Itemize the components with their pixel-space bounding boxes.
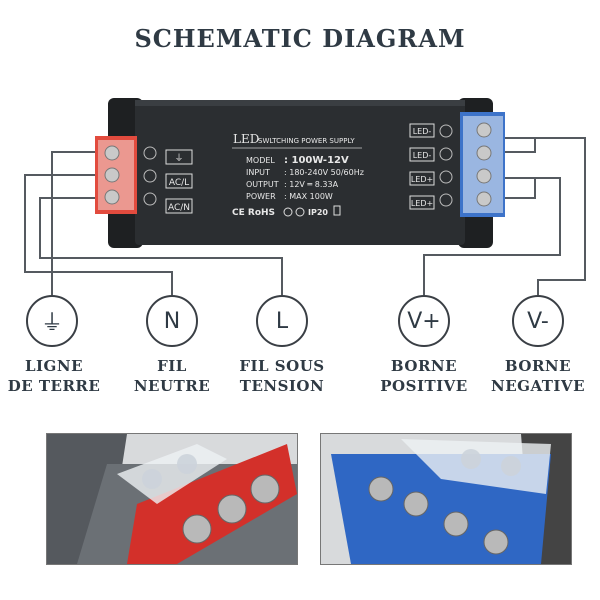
output-terminal-illustration xyxy=(321,434,571,564)
label-positive: BORNE POSITIVE xyxy=(380,357,468,395)
neutral-symbol-icon: N xyxy=(146,295,198,347)
output-terminal-2: LED- xyxy=(413,151,432,160)
positive-symbol-icon: V+ xyxy=(398,295,450,347)
spec-label-output: OUTPUT xyxy=(246,180,279,189)
output-terminal-photo xyxy=(320,433,572,565)
output-terminal-1: LED- xyxy=(413,127,432,136)
spec-label-model: MODEL xyxy=(246,156,275,165)
input-terminal-photo xyxy=(46,433,298,565)
output-terminal-block xyxy=(460,112,505,217)
earth-symbol-icon: ⏚ xyxy=(26,295,78,347)
psu-brand-led: LED xyxy=(233,132,259,146)
wire-negative-branch xyxy=(505,138,536,153)
wire-positive xyxy=(423,177,561,295)
wire-live xyxy=(39,197,283,295)
cert-marks: CE RoHS xyxy=(232,208,275,218)
schematic-drawing: ⏚ AC/L AC/N LED- LED- LED+ LED+ LED SWLT… xyxy=(24,98,586,295)
wire-earth xyxy=(51,151,95,295)
output-terminal-3: LED+ xyxy=(411,175,433,184)
input-terminal-earth: ⏚ xyxy=(174,153,183,164)
spec-value-output: : 12V ═ 8.33A xyxy=(284,180,339,189)
diagram-title: SCHEMATIC DIAGRAM xyxy=(134,24,466,53)
wire-neutral xyxy=(24,174,173,295)
spec-value-power: : MAX 100W xyxy=(284,192,333,201)
psu-brand-rest: SWLTCHING POWER SUPPLY xyxy=(258,137,355,145)
label-neutral: FIL NEUTRE xyxy=(133,357,211,395)
input-terminal-live: AC/L xyxy=(169,178,189,188)
label-negative: BORNE NEGATIVE xyxy=(490,357,586,395)
label-earth: LIGNE DE TERRE xyxy=(7,357,101,395)
label-live: FIL SOUS TENSION xyxy=(239,357,325,395)
spec-label-input: INPUT xyxy=(246,168,270,177)
wire-negative xyxy=(505,137,586,295)
input-terminal-block xyxy=(95,136,137,214)
psu-body-highlight xyxy=(135,100,465,106)
output-terminal-4: LED+ xyxy=(411,199,433,208)
wire-positive-branch xyxy=(505,178,536,199)
input-terminal-neutral: AC/N xyxy=(168,203,190,213)
spec-value-input: : 180-240V 50/60Hz xyxy=(284,168,364,177)
spec-label-power: POWER xyxy=(246,192,276,201)
spec-value-model: : 100W-12V xyxy=(284,155,349,166)
live-symbol-icon: L xyxy=(256,295,308,347)
psu-body xyxy=(135,100,465,245)
ip-rating: IP20 xyxy=(308,208,328,217)
input-terminal-illustration xyxy=(47,434,297,564)
wiring xyxy=(24,137,586,295)
negative-symbol-icon: V- xyxy=(512,295,564,347)
